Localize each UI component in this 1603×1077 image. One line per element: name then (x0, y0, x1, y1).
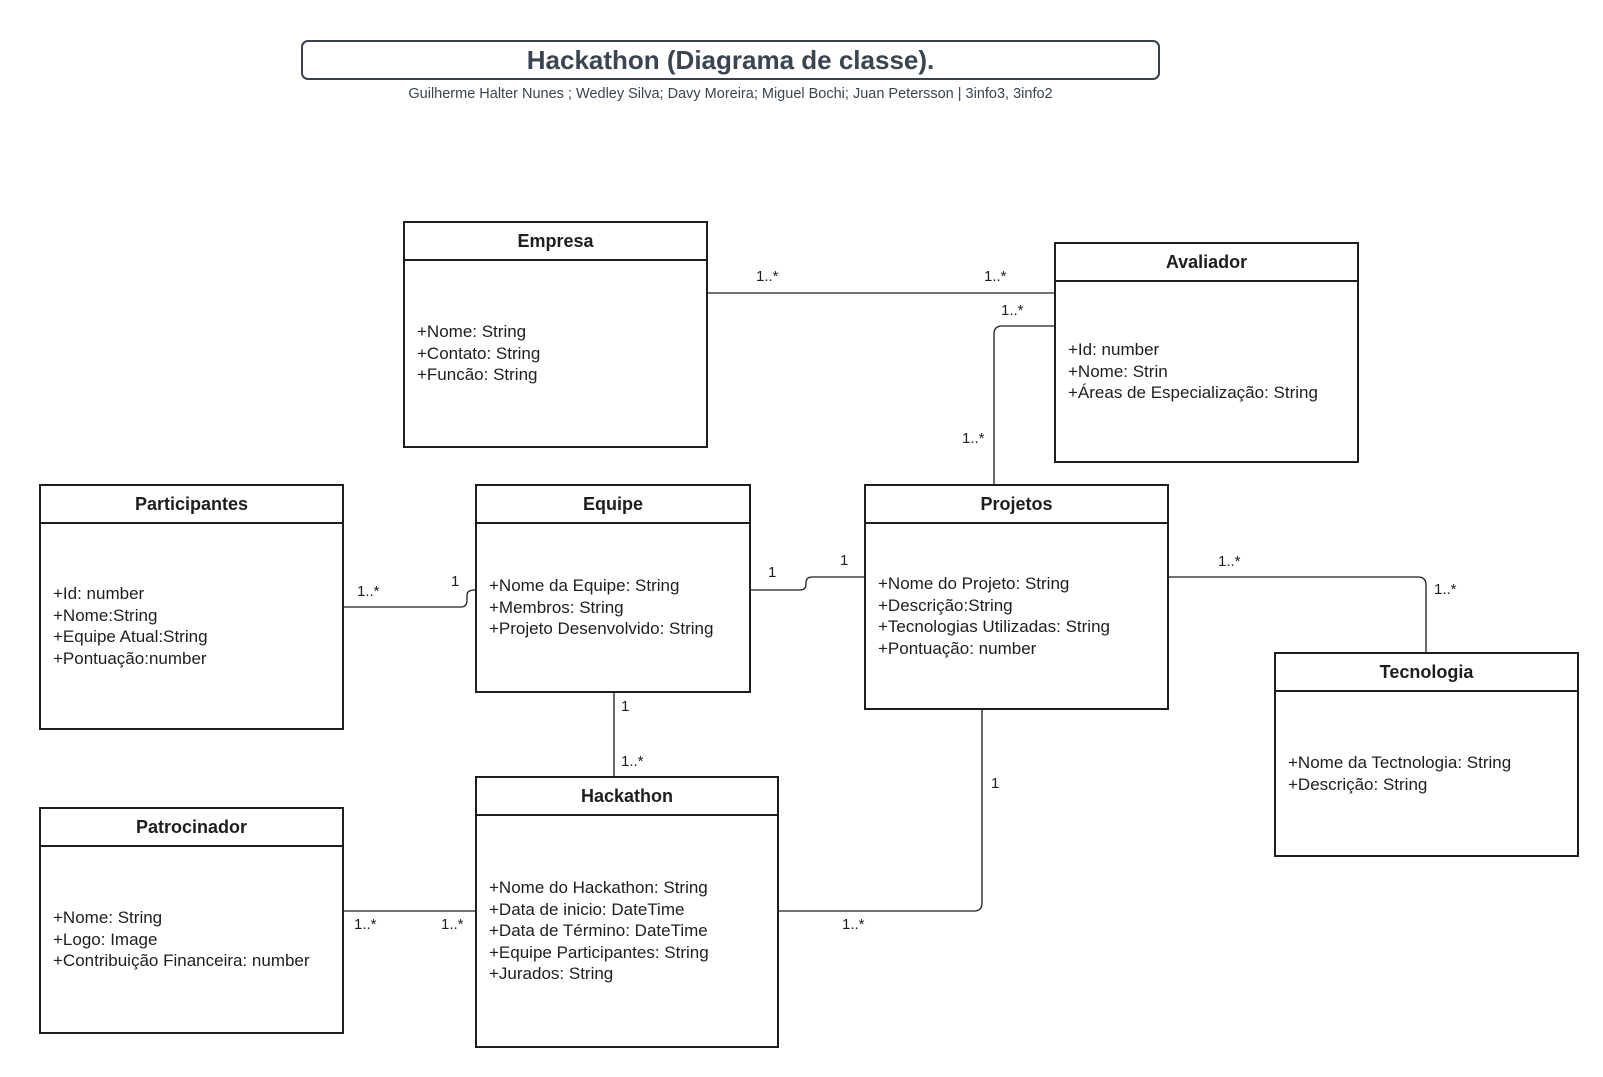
attribute-list: +Id: number +Nome: Strin +Áreas de Espec… (1068, 282, 1351, 461)
attribute: +Nome da Tectnologia: String (1288, 753, 1512, 772)
attribute: +Contribuição Financeira: number (53, 951, 310, 971)
attribute: +Funcão: String (417, 365, 538, 385)
mult-projetos-hackathon-from: 1 (991, 775, 1000, 792)
class-empresa[interactable]: Empresa +Nome: String +Contato: String +… (403, 221, 708, 448)
attribute: +Equipe Atual:String (53, 627, 208, 646)
class-name: Projetos (866, 486, 1167, 524)
mult-empresa-avaliador-to: 1..* (984, 268, 1007, 285)
attribute: +Nome: Strin (1068, 361, 1168, 381)
class-name: Hackathon (477, 778, 777, 816)
line-participantes-equipe (343, 589, 476, 608)
mult-avaliador-projetos-from: 1..* (1001, 302, 1024, 319)
class-name: Empresa (405, 223, 706, 261)
attribute: +Pontuação:number (53, 648, 207, 668)
attribute-list: +Nome: String +Contato: String +Funcão: … (417, 261, 700, 446)
line-projetos-hackathon (778, 709, 983, 912)
attribute: +Id: number (53, 584, 145, 603)
class-name: Equipe (477, 486, 749, 524)
attribute: +Descrição: String (1288, 774, 1428, 794)
class-patrocinador[interactable]: Patrocinador +Nome: String +Logo: Image … (39, 807, 344, 1034)
attribute: +Contato: String (417, 343, 541, 363)
class-name: Participantes (41, 486, 342, 524)
mult-equipe-hackathon-to: 1..* (621, 753, 644, 770)
class-tecnologia[interactable]: Tecnologia +Nome da Tectnologia: String … (1274, 652, 1579, 857)
attribute: +Tecnologias Utilizadas: String (878, 617, 1110, 636)
class-participantes[interactable]: Participantes +Id: number +Nome:String +… (39, 484, 344, 730)
diagram-title: Hackathon (Diagrama de classe). (526, 44, 935, 75)
mult-projetos-tecnologia-from: 1..* (1218, 553, 1241, 570)
attribute-list: +Nome do Hackathon: String +Data de inic… (489, 816, 771, 1046)
attribute: +Nome do Projeto: String (878, 574, 1070, 593)
attribute: +Jurados: String (489, 964, 614, 984)
mult-equipe-hackathon-from: 1 (621, 698, 630, 715)
diagram-subtitle: Guilherme Halter Nunes ; Wedley Silva; D… (408, 86, 1053, 102)
attribute-list: +Nome do Projeto: String +Descrição:Stri… (878, 524, 1161, 708)
attribute: +Descrição:String (878, 595, 1013, 615)
mult-participantes-equipe-from: 1..* (357, 583, 380, 600)
attribute: +Data de inicio: DateTime (489, 899, 685, 919)
attribute: +Membros: String (489, 597, 624, 617)
mult-participantes-equipe-to: 1 (451, 573, 460, 590)
mult-projetos-tecnologia-to: 1..* (1434, 581, 1457, 598)
attribute: +Nome: String (53, 908, 163, 928)
line-equipe-projetos (750, 576, 864, 591)
class-equipe[interactable]: Equipe +Nome da Equipe: String +Membros:… (475, 484, 751, 693)
line-projetos-tecnologia (1168, 576, 1427, 652)
attribute-list: +Nome da Tectnologia: String +Descrição:… (1288, 692, 1571, 855)
class-name: Avaliador (1056, 244, 1357, 282)
attribute: +Id: number (1068, 340, 1160, 360)
mult-avaliador-projetos-to: 1..* (962, 430, 985, 447)
attribute: +Logo: Image (53, 929, 158, 949)
line-avaliador-projetos (993, 325, 1054, 484)
attribute: +Nome do Hackathon: String (489, 878, 708, 898)
attribute: +Data de Término: DateTime (489, 921, 708, 941)
attribute: +Nome da Equipe: String (489, 576, 680, 596)
mult-empresa-avaliador-from: 1..* (756, 268, 779, 285)
title-box: Hackathon (Diagrama de classe). (301, 40, 1160, 80)
attribute: +Áreas de Especialização: String (1068, 383, 1318, 403)
attribute: +Equipe Participantes: String (489, 942, 709, 962)
attribute-list: +Nome: String +Logo: Image +Contribuição… (53, 847, 336, 1032)
class-projetos[interactable]: Projetos +Nome do Projeto: String +Descr… (864, 484, 1169, 710)
mult-equipe-projetos-from: 1 (768, 564, 777, 581)
class-avaliador[interactable]: Avaliador +Id: number +Nome: Strin +Área… (1054, 242, 1359, 463)
mult-patrocinador-hackathon-from: 1..* (354, 916, 377, 933)
class-name: Tecnologia (1276, 654, 1577, 692)
attribute: +Nome:String (53, 605, 158, 625)
class-name: Patrocinador (41, 809, 342, 847)
attribute: +Nome: String (417, 322, 527, 342)
mult-patrocinador-hackathon-to: 1..* (441, 916, 464, 933)
attribute-list: +Nome da Equipe: String +Membros: String… (489, 524, 743, 691)
class-hackathon[interactable]: Hackathon +Nome do Hackathon: String +Da… (475, 776, 779, 1048)
mult-equipe-projetos-to: 1 (840, 552, 849, 569)
attribute-list: +Id: number +Nome:String +Equipe Atual:S… (53, 524, 336, 728)
attribute: +Projeto Desenvolvido: String (489, 619, 714, 639)
mult-projetos-hackathon-to: 1..* (842, 916, 865, 933)
attribute: +Pontuação: number (878, 638, 1037, 658)
